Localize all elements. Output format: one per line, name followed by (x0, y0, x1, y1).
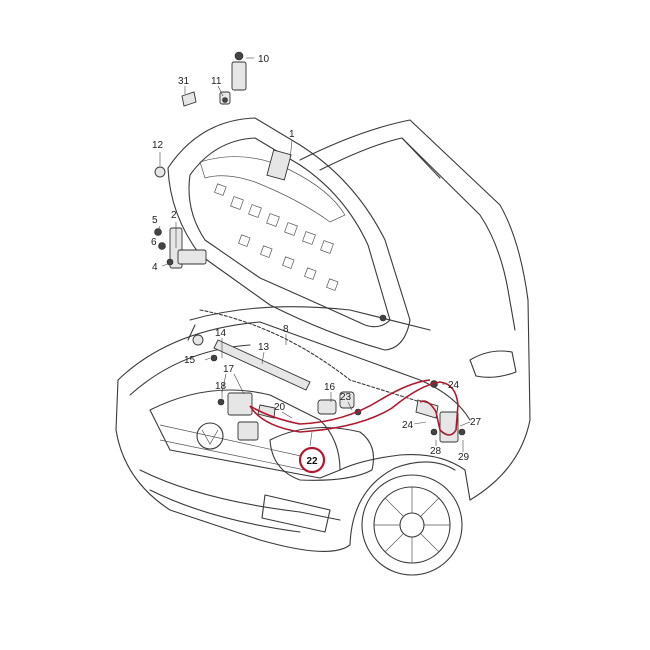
callout-6: 6 (151, 237, 157, 248)
callout-27: 27 (470, 417, 482, 428)
callout-4: 4 (152, 262, 158, 273)
latch-parts (217, 380, 466, 443)
callout-29: 29 (458, 452, 470, 463)
callout-13: 13 (258, 342, 270, 353)
car-body (115, 119, 531, 576)
callout-2: 2 (171, 210, 177, 221)
hinge-assembly (154, 51, 247, 269)
callout-14: 14 (215, 328, 227, 339)
callout-28: 28 (430, 446, 442, 457)
callout-23: 23 (340, 392, 352, 403)
callout-24-lower: 24 (402, 420, 414, 431)
callout-5: 5 (152, 215, 158, 226)
hood (167, 117, 411, 351)
callout-16: 16 (324, 382, 336, 393)
callout-20: 20 (274, 402, 286, 413)
callout-11: 11 (211, 76, 222, 87)
callout-15: 15 (184, 355, 196, 366)
callout-24-upper: 24 (448, 380, 460, 391)
callout-22: 22 (306, 456, 318, 467)
callout-17: 17 (223, 364, 235, 375)
prop-rod-and-seal (192, 309, 431, 406)
leader-lines (157, 57, 471, 452)
callouts: 10 31 11 1 12 2 5 6 4 8 14 13 15 17 18 2… (151, 54, 482, 463)
callout-12: 12 (152, 140, 164, 151)
highlighted-callout-22: 22 (298, 446, 326, 474)
callout-31: 31 (178, 76, 190, 87)
callout-10: 10 (258, 54, 270, 65)
callout-1: 1 (289, 129, 295, 140)
callout-8: 8 (283, 324, 289, 335)
callout-18: 18 (215, 381, 227, 392)
release-cable-highlight (249, 379, 459, 436)
